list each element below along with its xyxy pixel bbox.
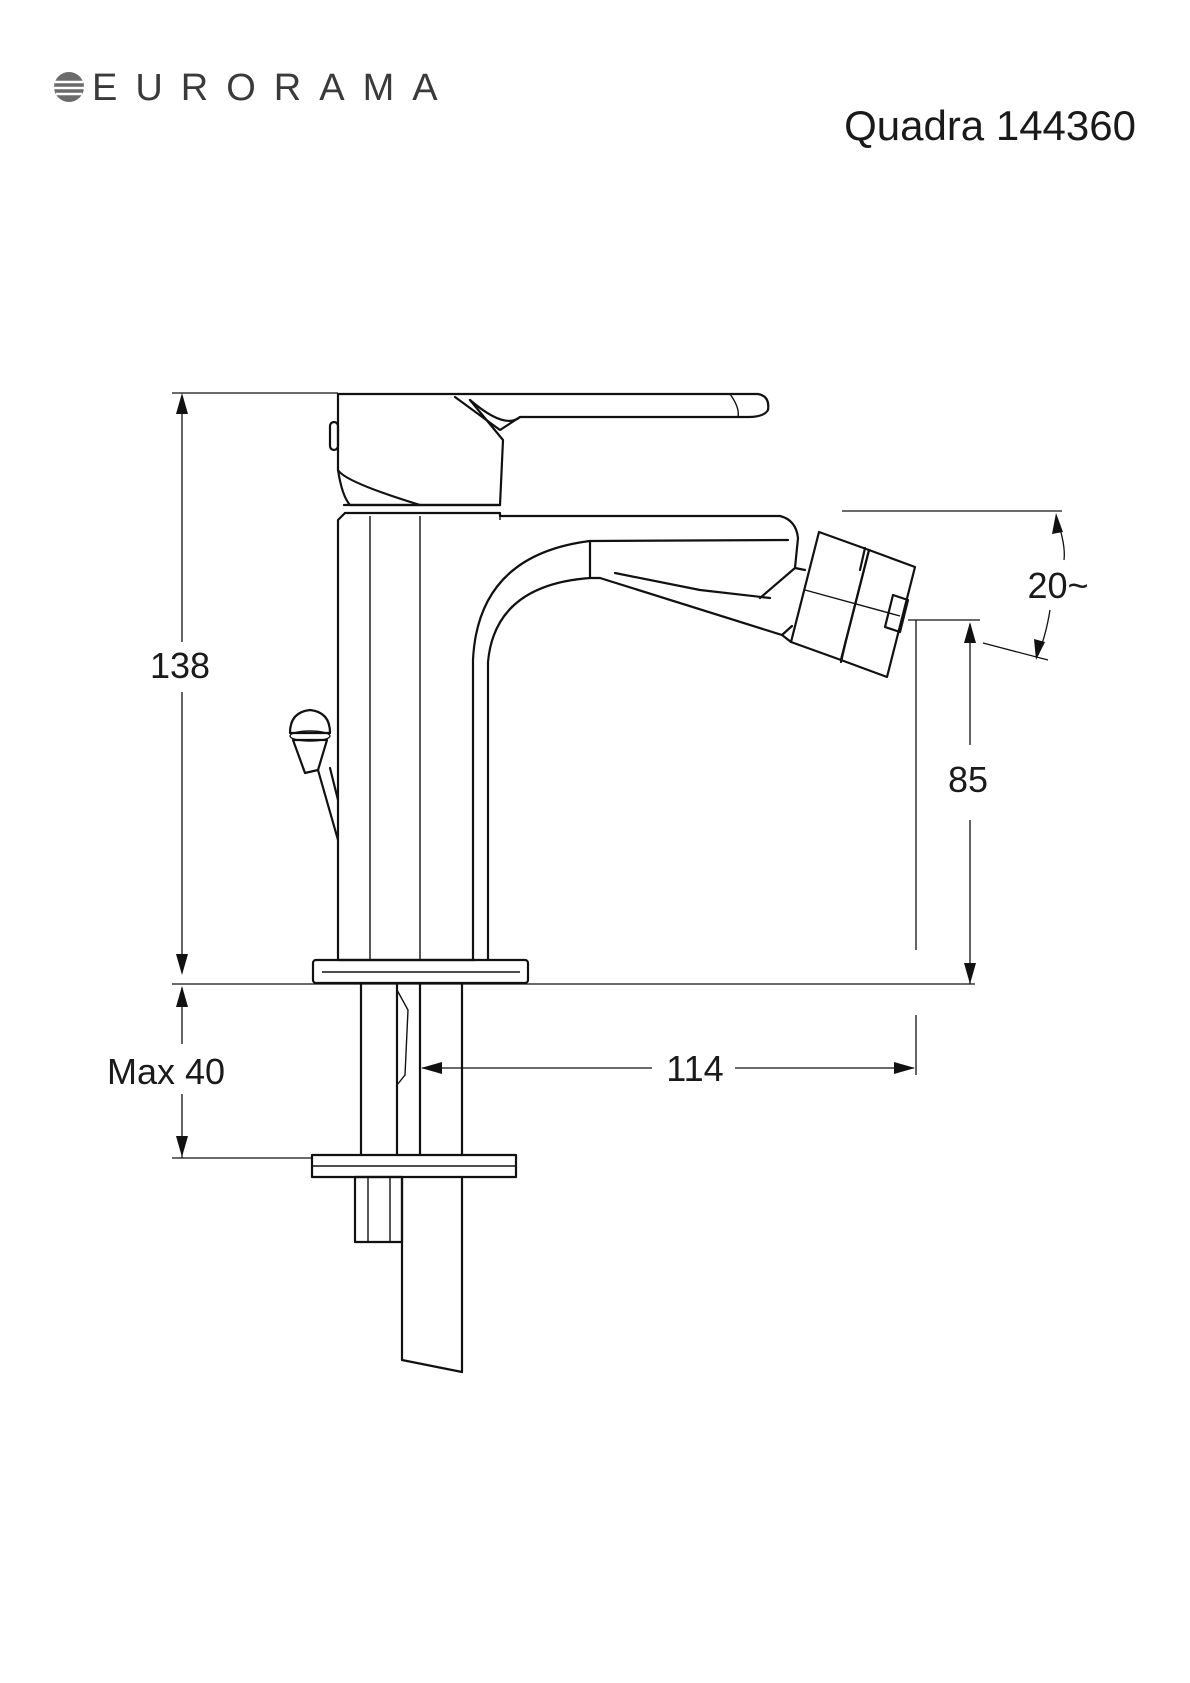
mounting-shank: [310, 981, 518, 1374]
brand-logo: EURORAMA: [54, 67, 456, 109]
bidet-nozzle: [780, 530, 917, 679]
dimension-label-85: 85: [948, 759, 988, 800]
model-title: Quadra 144360: [844, 102, 1136, 149]
brand-name: EURORAMA: [92, 67, 456, 109]
eurorama-globe-logo-icon: [54, 72, 84, 102]
dimension-85: 85: [908, 619, 988, 984]
popup-rod: [288, 708, 340, 842]
base-plate: [311, 958, 530, 985]
dimension-138: 138: [150, 392, 338, 975]
dimension-20-angle: 20~: [842, 510, 1089, 661]
dimension-label-max-40: Max 40: [107, 1051, 225, 1092]
spout: [471, 538, 794, 962]
dimension-label-114: 114: [666, 1048, 723, 1089]
dimension-114: 114: [419, 985, 917, 1089]
lever-handle: [328, 392, 770, 507]
dimension-label-138: 138: [150, 645, 210, 686]
dimension-label-20-angle: 20~: [1027, 565, 1088, 606]
faucet-outline: [288, 392, 917, 1374]
dimension-max-40: Max 40: [107, 986, 312, 1159]
